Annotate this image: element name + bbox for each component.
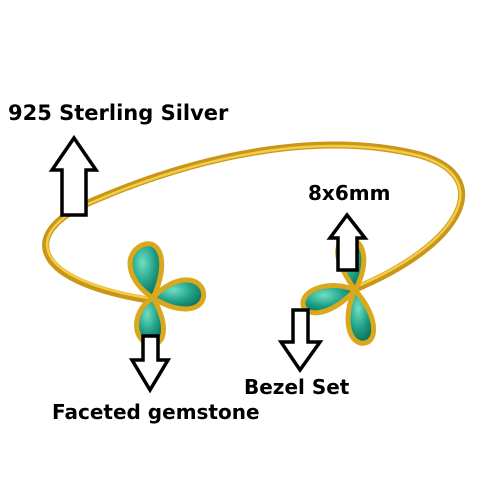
material-label: 925 Sterling Silver [8, 101, 229, 125]
left-gem-cluster [127, 241, 207, 347]
gem-stone [345, 285, 377, 346]
gem-stone [127, 241, 165, 302]
arrow-up-icon [326, 212, 369, 272]
arrow-down-icon [277, 308, 324, 374]
setting-label: Bezel Set [244, 375, 350, 399]
arrow-down-icon [128, 334, 172, 394]
gem-stone [149, 277, 207, 312]
arrow-up-icon [48, 134, 100, 217]
bangle-band-highlight [45, 144, 462, 300]
stone-type-label: Faceted gemstone [52, 400, 260, 424]
bangle-band [42, 141, 465, 304]
gem-stone [300, 283, 360, 316]
stone-size-label: 8x6mm [308, 181, 391, 205]
